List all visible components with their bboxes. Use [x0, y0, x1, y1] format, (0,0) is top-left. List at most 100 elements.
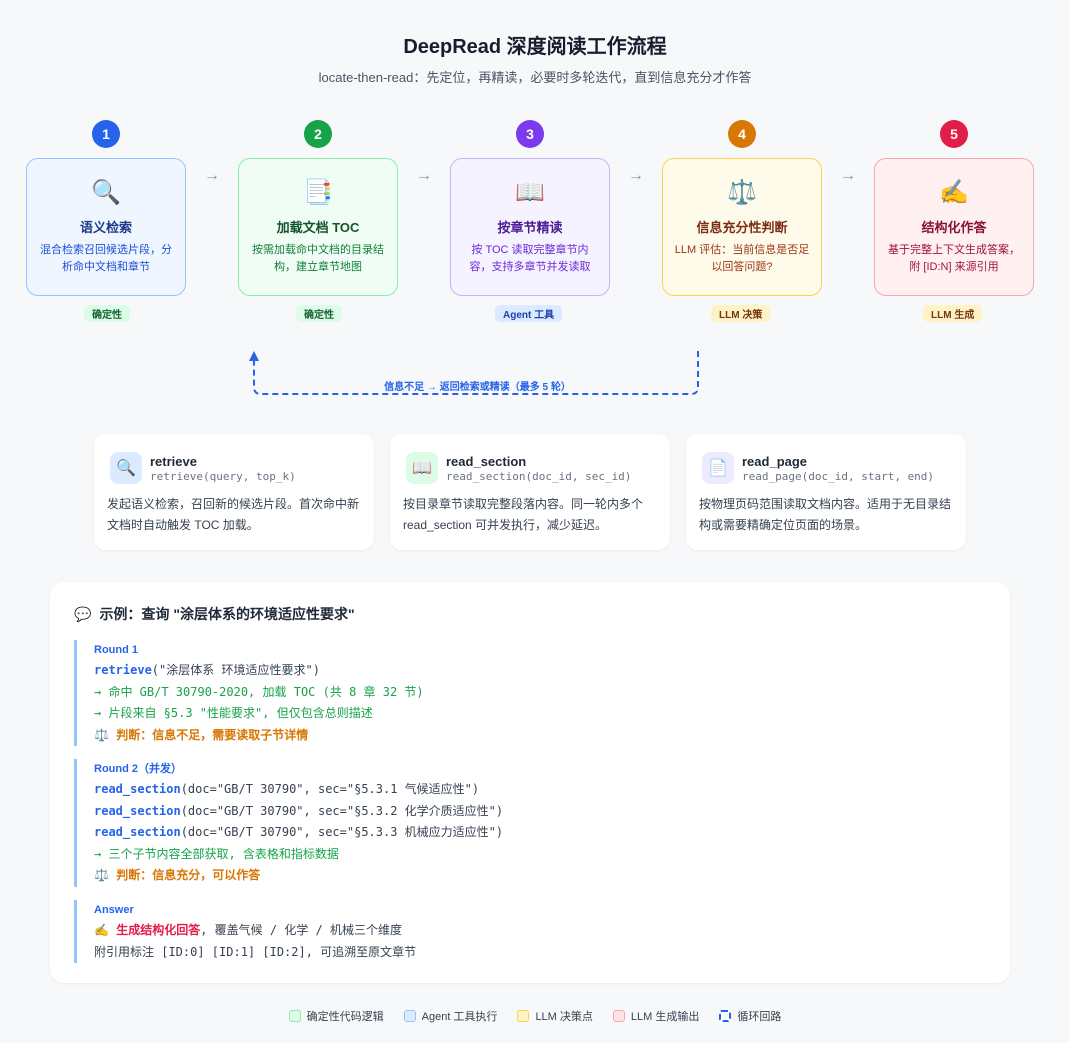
magnifier-icon: 🔍	[91, 179, 121, 206]
function-args: (doc="GB/T 30790", sec="§5.3.1 气候适应性")	[180, 782, 480, 796]
step-number-1: 1	[92, 120, 120, 148]
function-args: (doc="GB/T 30790", sec="§5.3.2 化学介质适应性")	[180, 803, 504, 818]
speech-bubble-icon: 💬	[74, 605, 92, 622]
round-label: Round 1	[94, 644, 138, 656]
magnifier-icon: 🔍	[110, 452, 142, 484]
tool-card-read-page: 📄 read_page read_page(doc_id, start, end…	[686, 434, 966, 550]
step-card-load-toc: 📑 加载文档 TOC 按需加载命中文档的目录结构，建立章节地图	[238, 158, 398, 296]
tool-name: read_section	[446, 454, 527, 469]
step-desc: 按需加载命中文档的目录结构，建立章节地图	[252, 244, 384, 273]
function-name: retrieve	[94, 663, 152, 677]
legend-label: 循环回路	[737, 1011, 782, 1023]
balance-scale-icon: ⚖️	[94, 727, 109, 742]
open-book-icon: 📖	[515, 179, 545, 206]
step-desc: 按 TOC 读取完整章节内容，支持多章节并发读取	[469, 244, 591, 273]
step-title: 结构化作答	[921, 220, 987, 235]
green-swatch-icon	[288, 1010, 301, 1022]
tool-card-read-section: 📖 read_section read_section(doc_id, sec_…	[390, 434, 670, 550]
balance-scale-icon: ⚖️	[727, 179, 757, 206]
tool-signature: read_section(doc_id, sec_id)	[446, 470, 632, 483]
tool-signature: read_page(doc_id, start, end)	[742, 470, 935, 483]
arrow-right-icon: →	[628, 167, 644, 184]
legend-label: 确定性代码逻辑	[306, 1011, 384, 1023]
tool-name: retrieve	[150, 454, 197, 469]
tool-desc: 按物理页码范围读取文档内容。适用于无目录结构或需要精确定位页面的场景。	[699, 497, 952, 532]
legend-item: 确定性代码逻辑	[288, 1008, 384, 1024]
function-name: read_section	[94, 803, 181, 818]
function-args: (doc="GB/T 30790", sec="§5.3.3 机械应力适应性")	[180, 825, 504, 839]
result-line: → 命中 GB/T 30790-2020, 加载 TOC (共 8 章 32 节…	[94, 684, 424, 699]
tool-name: read_page	[742, 454, 808, 469]
loop-back-arrow-icon	[249, 351, 699, 395]
legend-label: LLM 生成输出	[630, 1011, 700, 1023]
legend-item: 循环回路	[719, 1008, 781, 1024]
step-desc: LLM 评估：当前信息是否足以回答问题?	[674, 244, 810, 273]
function-name: read_section	[94, 825, 181, 839]
answer-text: , 覆盖气候 / 化学 / 机械三个维度	[200, 923, 403, 937]
step-desc: 混合检索召回候选片段，分析命中文档和章节	[40, 244, 172, 273]
step-number-5: 5	[940, 120, 968, 148]
step-title: 按章节精读	[497, 220, 563, 235]
legend-label: Agent 工具执行	[421, 1011, 498, 1023]
pink-swatch-icon	[612, 1010, 625, 1022]
round-1-block: Round 1 retrieve("涂层体系 环境适应性要求") → 命中 GB…	[74, 640, 424, 746]
code-line: read_section(doc="GB/T 30790", sec="§5.3…	[94, 779, 503, 801]
legend-item: LLM 生成输出	[612, 1008, 700, 1024]
blue-swatch-icon	[403, 1010, 416, 1022]
writing-hand-icon: ✍️	[939, 179, 969, 206]
function-name: read_section	[94, 782, 181, 796]
round-label: Round 2（并发）	[94, 763, 182, 775]
legend-item: LLM 决策点	[517, 1008, 593, 1024]
step-card-section-read: 📖 按章节精读 按 TOC 读取完整章节内容，支持多章节并发读取	[450, 158, 610, 296]
step-title: 加载文档 TOC	[276, 220, 360, 235]
page-icon: 📄	[702, 452, 734, 484]
step-number-2: 2	[304, 120, 332, 148]
example-title: 示例：查询 "涂层体系的环境适应性要求"	[99, 606, 355, 622]
yellow-swatch-icon	[517, 1010, 530, 1022]
arrow-right-icon: →	[840, 167, 856, 184]
code-line: read_section(doc="GB/T 30790", sec="§5.3…	[94, 822, 503, 844]
step-card-structured-answer: ✍️ 结构化作答 基于完整上下文生成答案，附 [ID:N] 来源引用	[874, 158, 1034, 296]
document-icon: 📑	[303, 179, 333, 206]
arrow-right-icon: →	[416, 167, 432, 184]
writing-hand-icon: ✍️	[94, 923, 109, 937]
tool-card-retrieve: 🔍 retrieve retrieve(query, top_k) 发起语义检索…	[94, 434, 374, 550]
step-desc: 基于完整上下文生成答案，附 [ID:N] 来源引用	[888, 244, 1020, 273]
arrow-right-icon: →	[204, 167, 220, 184]
legend-label: LLM 决策点	[535, 1011, 593, 1023]
answer-citation-line: 附引用标注 [ID:0] [ID:1] [ID:2], 可追溯至原文章节	[94, 944, 417, 959]
step-tag: LLM 决策	[711, 305, 771, 322]
code-line: read_section(doc="GB/T 30790", sec="§5.3…	[94, 801, 503, 823]
legend-item: Agent 工具执行	[403, 1008, 498, 1024]
round-2-block: Round 2（并发） read_section(doc="GB/T 30790…	[74, 759, 503, 887]
step-tag: 确定性	[84, 305, 130, 322]
result-line: → 片段来自 §5.3 "性能要求", 但仅包含总则描述	[94, 706, 373, 720]
step-number-3: 3	[516, 120, 544, 148]
answer-label: Answer	[94, 904, 134, 916]
example-panel: 💬 示例：查询 "涂层体系的环境适应性要求" Round 1 retrieve(…	[50, 582, 1010, 983]
legend: 确定性代码逻辑 Agent 工具执行 LLM 决策点 LLM 生成输出 循环回路	[0, 1008, 1070, 1024]
result-line: → 三个子节内容全部获取, 含表格和指标数据	[94, 846, 339, 861]
step-title: 语义检索	[79, 220, 132, 235]
step-title: 信息充分性判断	[696, 220, 788, 235]
step-number-4: 4	[728, 120, 756, 148]
page-subtitle: locate-then-read：先定位，再精读，必要时多轮迭代，直到信息充分才…	[318, 70, 752, 85]
open-book-icon: 📖	[406, 452, 438, 484]
tool-desc: 按目录章节读取完整段落内容。同一轮内多个 read_section 可并发执行，…	[403, 497, 644, 532]
page-title: DeepRead 深度阅读工作流程	[403, 36, 667, 58]
example-header: 💬 示例：查询 "涂层体系的环境适应性要求"	[74, 604, 355, 624]
function-args: ("涂层体系 环境适应性要求")	[151, 663, 320, 677]
step-tag: Agent 工具	[495, 305, 563, 322]
balance-scale-icon: ⚖️	[94, 868, 109, 882]
tool-signature: retrieve(query, top_k)	[150, 470, 296, 483]
judgement: 判断：信息不足，需要读取子节详情	[116, 727, 309, 742]
tool-desc: 发起语义检索，召回新的候选片段。首次命中新文档时自动触发 TOC 加载。	[107, 497, 360, 532]
dashed-loop-swatch-icon	[719, 1010, 732, 1022]
code-line: retrieve("涂层体系 环境适应性要求")	[94, 660, 424, 682]
answer-highlight: 生成结构化回答	[116, 923, 201, 937]
step-card-sufficiency-check: ⚖️ 信息充分性判断 LLM 评估：当前信息是否足以回答问题?	[662, 158, 822, 296]
judgement: 判断：信息充分，可以作答	[116, 868, 261, 882]
step-tag: 确定性	[296, 305, 342, 322]
loop-label: 信息不足 → 返回检索或精读（最多 5 轮）	[384, 382, 571, 393]
step-tag: LLM 生成	[923, 305, 983, 322]
